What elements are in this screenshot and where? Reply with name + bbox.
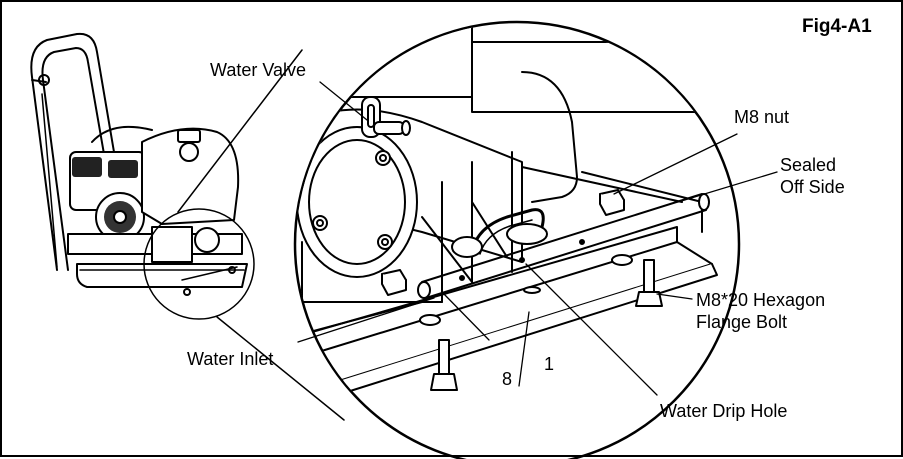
- label-water-drip-hole: Water Drip Hole: [660, 401, 788, 421]
- label-bolt-line1: M8*20 Hexagon: [696, 290, 826, 310]
- label-m8-nut: M8 nut: [734, 107, 790, 127]
- label-bolt-line2: Flange Bolt: [696, 312, 788, 332]
- label-water-inlet: Water Inlet: [187, 349, 274, 369]
- callout-8: 8: [502, 369, 513, 389]
- label-sealed-line2: Off Side: [780, 177, 845, 197]
- figure-id-label: Fig4-A1: [802, 16, 872, 37]
- label-sealed-off-side: Sealed Off Side: [780, 154, 845, 198]
- compactor-overview-illustration: [30, 32, 248, 296]
- leader-lines: [297, 81, 778, 396]
- detail-magnified-circle: [293, 20, 741, 459]
- overview-detail-circle: [143, 208, 255, 320]
- magnified-assembly: [296, 23, 738, 393]
- label-hex-flange-bolt: M8*20 Hexagon Flange Bolt: [696, 289, 825, 333]
- callout-1: 1: [544, 354, 555, 374]
- label-water-valve: Water Valve: [210, 60, 307, 80]
- label-sealed-line1: Sealed: [780, 155, 837, 175]
